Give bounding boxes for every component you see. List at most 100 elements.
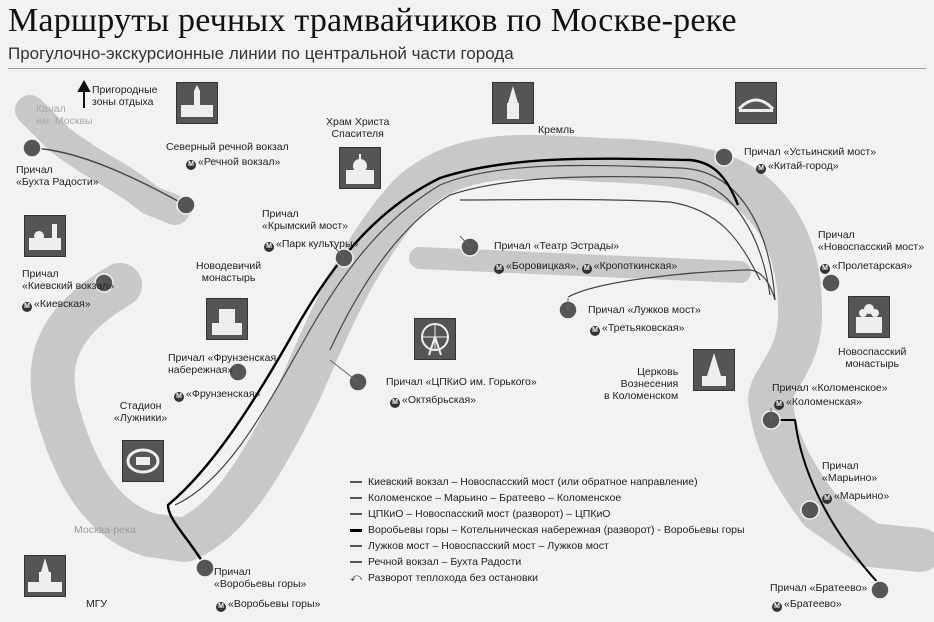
pier-label-novospassky: Причал «Новоспасский мост» — [818, 229, 925, 253]
pier-metro-vorobyovy: М«Воробьевы горы» — [216, 598, 320, 612]
luzhniki-landmark-icon — [122, 440, 164, 482]
metro-icon: М — [186, 160, 196, 170]
map-title: Маршруты речных трамвайчиков по Москве-р… — [8, 2, 737, 39]
landmark-label-vozneseniya: Церковь Вознесения в Коломенском — [604, 366, 679, 402]
connector-krymsky — [329, 241, 345, 259]
route-kiev-novospassky — [174, 164, 776, 506]
landmark-label-mgu: МГУ — [86, 598, 108, 610]
metro-icon: М — [581, 264, 592, 274]
pier-label-estrada: Причал «Театр Эстрады» — [494, 240, 620, 252]
hram-landmark-icon — [339, 147, 381, 189]
route-kolomenskoe-brateevo — [770, 419, 881, 586]
pier-label-ustinsky: Причал «Устьинский мост» — [744, 146, 877, 158]
metro-icon: М — [494, 264, 504, 274]
pier-label-luzhkov: Причал «Лужков мост» — [588, 304, 701, 316]
pier-label-frunzenskaya: Причал «Фрунзенская набережная» — [168, 352, 277, 376]
river-label: Москва-река — [74, 524, 136, 536]
river-loop-lower — [409, 247, 751, 283]
title-divider — [8, 68, 926, 69]
pier-marker-ustinsky — [714, 147, 734, 167]
pier-label-kievsky: Причал «Киевский вокзал» — [22, 268, 115, 292]
landmark-label-kreml: Кремль — [538, 124, 575, 136]
legend-line — [350, 481, 362, 484]
legend-item: ЦПКиО – Новоспасский мост (разворот) – Ц… — [350, 506, 745, 522]
pier-label-rechnoy: Северный речной вокзал — [166, 141, 289, 153]
legend-item: Речной вокзал – Бухта Радости — [350, 554, 745, 570]
tskpio-wheel-landmark-icon — [414, 318, 456, 360]
river-body — [15, 95, 934, 572]
pier-label-vorobyovy: Причал «Воробьевы горы» — [214, 566, 307, 590]
pier-marker-marino — [800, 500, 820, 520]
metro-icon: М — [756, 164, 766, 174]
pier-marker-bukhta — [22, 138, 42, 158]
legend-line — [350, 528, 362, 532]
landmark-label-novodevichy: Новодевичий монастырь — [196, 260, 262, 284]
metro-icon: М — [264, 242, 274, 252]
legend-line — [350, 545, 362, 548]
pier-metro-estrada: М«Боровицкая», М«Кропоткинская» — [494, 260, 677, 274]
legend-line — [350, 513, 362, 516]
pier-metro-frunzenskaya: М«Фрунзенская» — [174, 388, 260, 402]
pier-metro-marino: М«Марьино» — [822, 490, 889, 504]
metro-icon: М — [390, 398, 400, 408]
pier-label-kolomenskoe: Причал «Коломенское» — [772, 382, 888, 394]
suburban-arrow-icon — [77, 79, 91, 108]
landmark-label-hram: Храм Христа Спасителя — [326, 116, 390, 140]
landmark-label-novospassky-mon: Новоспасский монастырь — [838, 346, 907, 370]
novodevichy-landmark-icon — [206, 298, 248, 340]
pier-metro-brateevo: М«Братеево» — [772, 598, 842, 612]
pier-metro-novospassky: М«Пролетарская» — [820, 260, 912, 274]
pier-metro-kolomenskoe: М«Коломенская» — [774, 396, 862, 410]
pier-marker-brateevo — [870, 580, 890, 600]
pier-marker-frunzenskaya — [228, 362, 248, 382]
pier-metro-luzhkov: М«Третьяковская» — [590, 322, 684, 336]
river-main — [30, 134, 934, 572]
pier-marker-rechnoy — [176, 195, 196, 215]
pier-metro-kievsky: М«Киевская» — [22, 298, 91, 312]
connector-estrada — [459, 235, 471, 248]
pier-metro-rechnoy: М«Речной вокзал» — [186, 156, 280, 170]
vozneseniya-landmark-icon — [693, 349, 735, 391]
pier-marker-kievsky — [94, 273, 114, 293]
pier-label-krymsky: Причал «Крымский мост» — [262, 208, 349, 232]
legend-line — [350, 561, 362, 564]
connector-tskpio — [329, 359, 359, 383]
pier-metro-krymsky: М«Парк культуры» — [264, 238, 358, 252]
landmark-label-luzhniki: Стадион «Лужники» — [114, 400, 168, 424]
pier-label-tskpio: Причал «ЦПКиО им. Горького» — [386, 376, 537, 388]
rechnoy-vokzal-landmark-icon — [176, 82, 218, 124]
metro-icon: М — [590, 326, 600, 336]
legend-line — [350, 497, 362, 500]
kievsky-landmark-icon — [24, 215, 66, 257]
pier-marker-vorobyovy — [195, 558, 215, 578]
metro-icon: М — [820, 264, 830, 274]
pier-metro-ustinsky: М«Китай-город» — [756, 160, 839, 174]
canal-segment — [15, 95, 190, 225]
pier-marker-novospassky — [821, 273, 841, 293]
legend: Киевский вокзал – Новоспасский мост (или… — [350, 474, 745, 586]
u-turn-icon: ⤺ — [350, 572, 362, 584]
pier-metro-tskpio: М«Октябрьская» — [390, 394, 476, 408]
pier-label-brateevo: Причал «Братеево» — [770, 582, 868, 594]
mgu-landmark-icon — [24, 555, 66, 597]
legend-item: Коломенское – Марьино – Братеево – Колом… — [350, 490, 745, 506]
route-luzhkov-novospassky — [567, 269, 776, 301]
route-vorobyovy-kotelnicheskaya — [166, 157, 740, 567]
legend-item: Воробьевы горы – Котельническая набережн… — [350, 522, 745, 538]
map-subtitle: Прогулочно-экскурсионные линии по центра… — [8, 44, 514, 63]
canal-label: Канал им. Москвы — [36, 103, 93, 127]
routes — [31, 147, 881, 586]
route-inner-loop — [459, 198, 761, 281]
metro-icon: М — [216, 602, 226, 612]
suburban-label: Пригородные зоны отдыха — [92, 84, 158, 108]
metro-icon: М — [22, 302, 32, 312]
kreml-landmark-icon — [492, 82, 534, 124]
legend-item: Лужков мост – Новоспасский мост – Лужков… — [350, 538, 745, 554]
connectors — [329, 235, 772, 420]
metro-icon: М — [772, 602, 782, 612]
legend-item: Киевский вокзал – Новоспасский мост (или… — [350, 474, 745, 490]
pier-label-bukhta: Причал «Бухта Радости» — [16, 164, 99, 188]
metro-icon: М — [774, 400, 784, 410]
legend-item: ⤺Разворот теплохода без остановки — [350, 572, 539, 584]
